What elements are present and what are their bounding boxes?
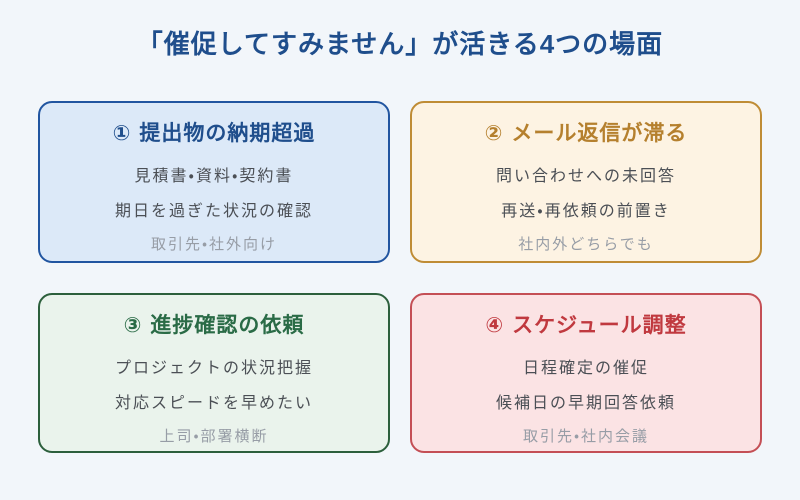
card-number-badge: ④	[485, 314, 505, 337]
card-grid: ① 提出物の納期超過 見積書・資料・契約書 期日を過ぎた状況の確認 取引先・社外向…	[38, 101, 762, 453]
card-progress-check: ③ 進捗確認の依頼 プロジェクトの状況把握 対応スピードを早めたい 上司・部署横断	[38, 293, 390, 453]
card-description-line: 見積書・資料・契約書	[134, 168, 294, 185]
card-title: ② メール返信が滞る	[485, 119, 688, 149]
page-title: 「催促してすみません」が活きる4つの場面	[136, 29, 664, 59]
card-title-text: メール返信が滞る	[511, 122, 688, 145]
card-schedule-adjustment: ④ スケジュール調整 日程確定の催促 候補日の早期回答依頼 取引先・社内会議	[410, 293, 762, 453]
card-title-text: 提出物の納期超過	[139, 122, 316, 145]
card-audience-tag: 取引先・社内会議	[522, 428, 650, 445]
card-audience-tag: 社内外どちらでも	[518, 236, 654, 253]
card-description-line: 対応スピードを早めたい	[114, 395, 313, 412]
card-title-text: 進捗確認の依頼	[150, 314, 305, 337]
card-title: ③ 進捗確認の依頼	[124, 311, 305, 341]
card-number-badge: ①	[112, 122, 132, 145]
card-audience-tag: 取引先・社外向け	[150, 236, 278, 253]
card-description-line: 問い合わせへの未回答	[495, 168, 676, 185]
card-deadline-overdue: ① 提出物の納期超過 見積書・資料・契約書 期日を過ぎた状況の確認 取引先・社外向…	[38, 101, 390, 263]
card-title: ④ スケジュール調整	[485, 311, 686, 341]
card-audience-tag: 上司・部署横断	[159, 428, 269, 445]
card-description-line: 日程確定の催促	[522, 360, 649, 377]
card-number-badge: ②	[484, 122, 504, 145]
card-description-line: 候補日の早期回答依頼	[495, 395, 676, 412]
card-description-line: 再送・再依頼の前置き	[501, 203, 671, 220]
card-description-line: 期日を過ぎた状況の確認	[114, 203, 313, 220]
card-number-badge: ③	[123, 314, 143, 337]
card-title-text: スケジュール調整	[512, 314, 687, 337]
card-title: ① 提出物の納期超過	[113, 119, 316, 149]
card-email-reply-delayed: ② メール返信が滞る 問い合わせへの未回答 再送・再依頼の前置き 社内外どちらでも	[410, 101, 762, 263]
card-description-line: プロジェクトの状況把握	[114, 360, 313, 377]
